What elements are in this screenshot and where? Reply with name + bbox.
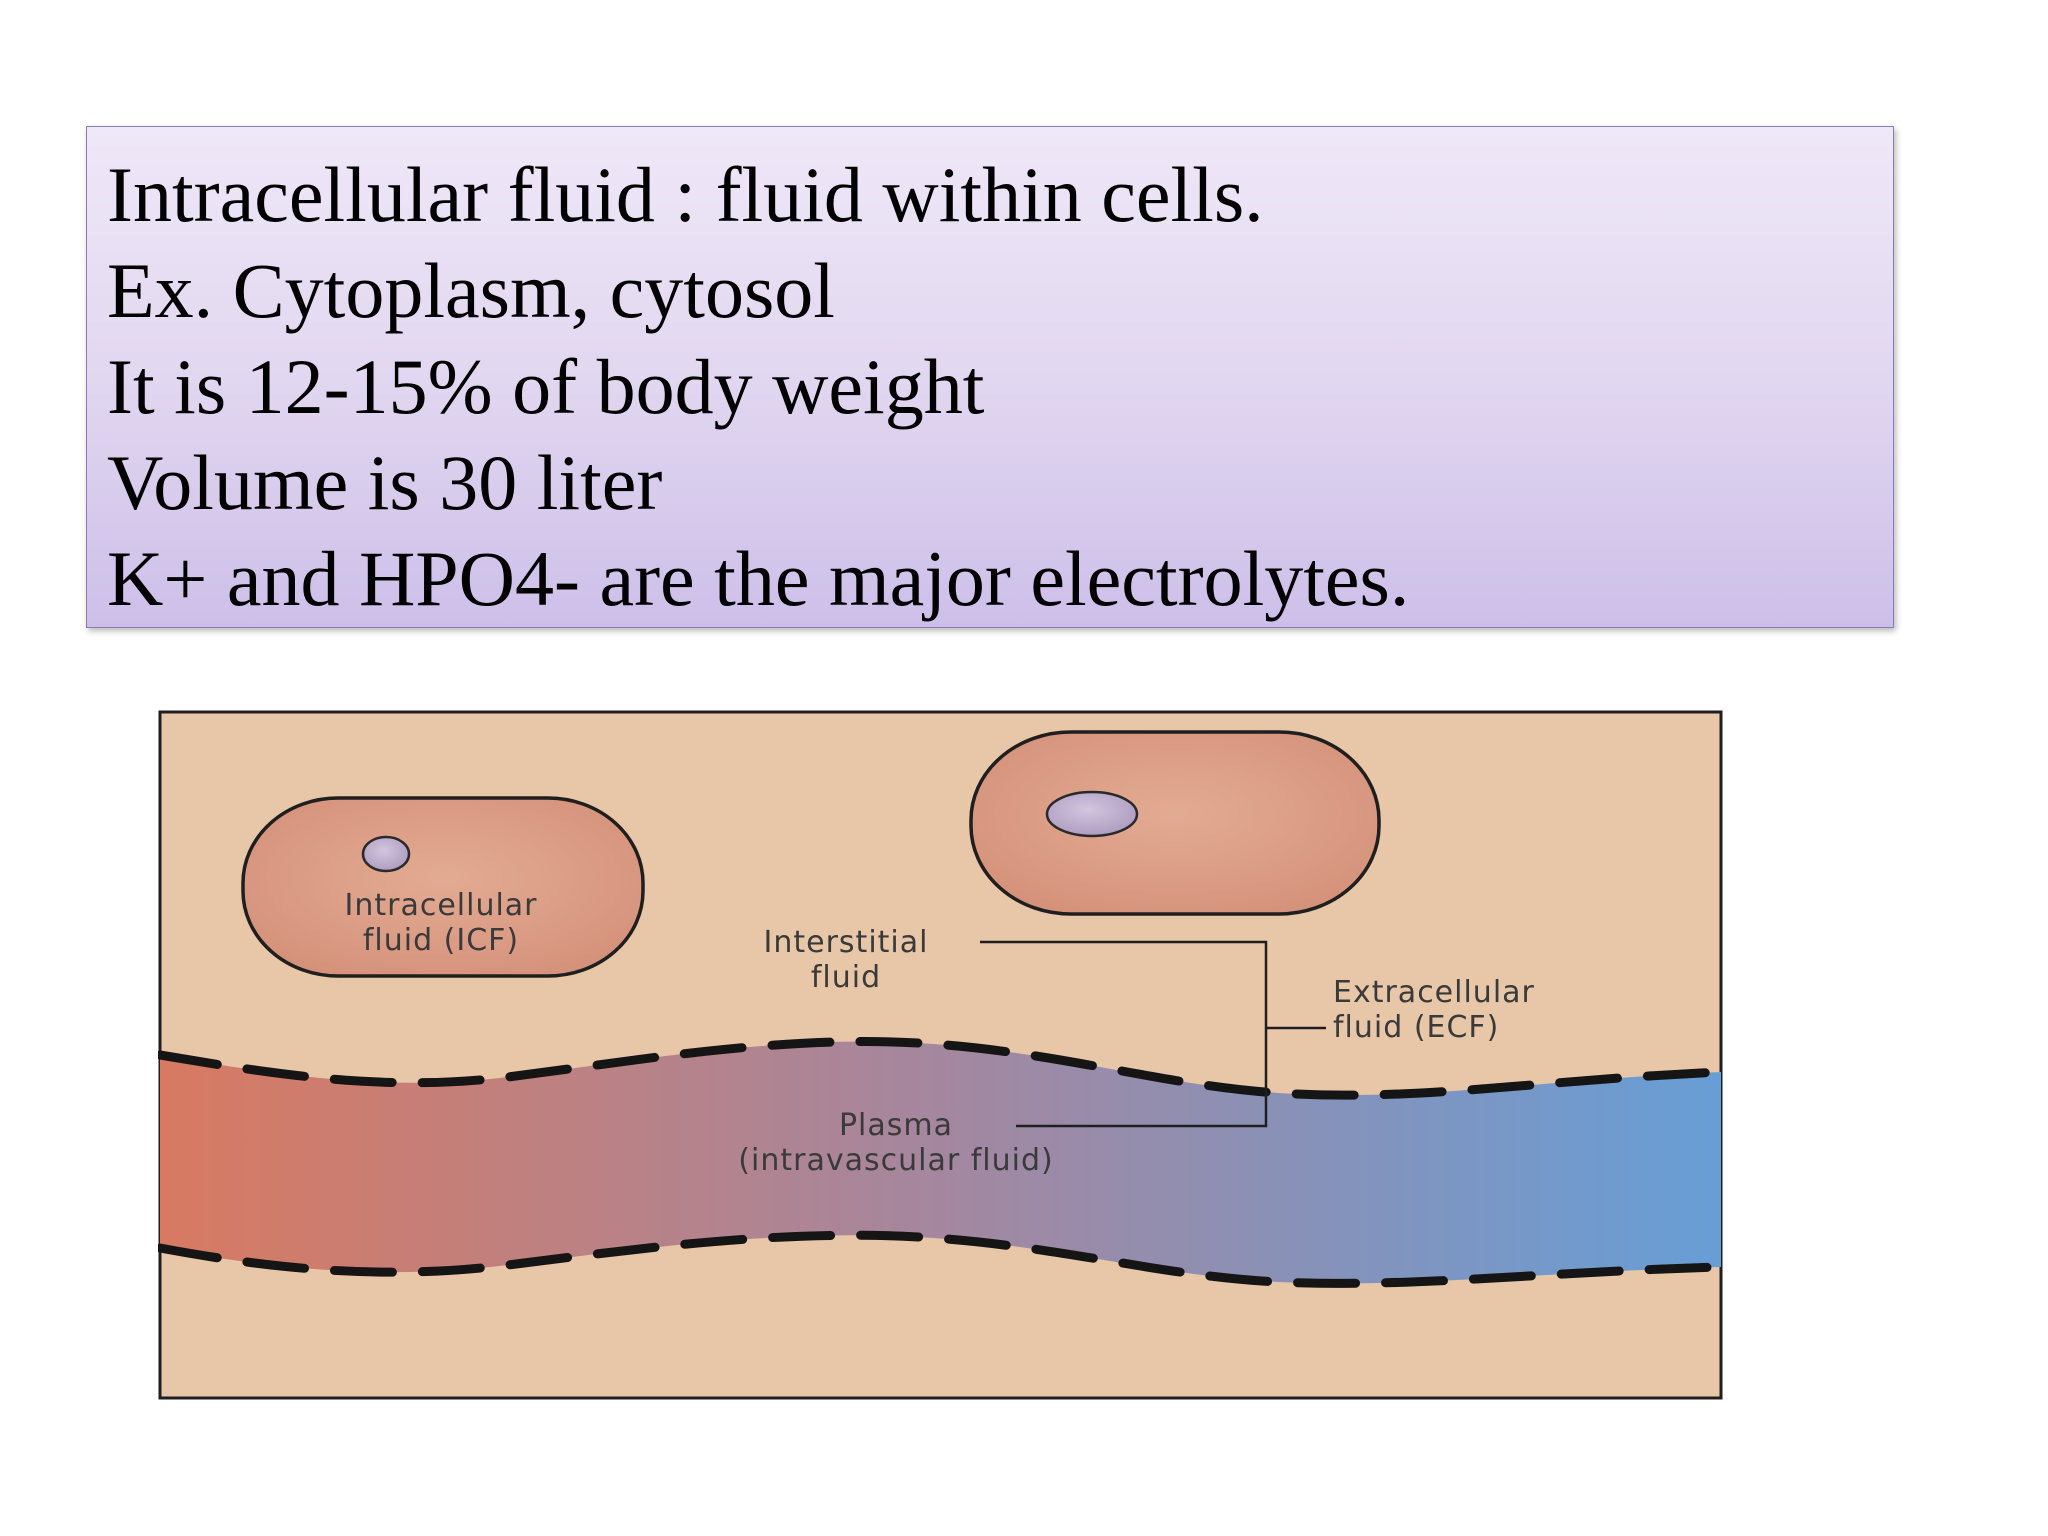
icf-label-line2: fluid (ICF) — [363, 923, 519, 958]
plasma-label-line1: Plasma — [839, 1108, 953, 1143]
diagram-svg: Intracellular fluid (ICF) Interstitial f… — [158, 710, 1723, 1400]
ecf-label-line1: Extracellular — [1333, 975, 1535, 1010]
left-cell-nucleus — [361, 835, 411, 873]
interstitial-label-line2: fluid — [811, 960, 881, 995]
plasma-label-line2: (intravascular fluid) — [738, 1143, 1053, 1178]
left-cell — [241, 796, 645, 978]
definition-text-box: Intracellular fluid : fluid within cells… — [86, 126, 1894, 628]
fluid-compartments-diagram: Intracellular fluid (ICF) Interstitial f… — [158, 710, 1723, 1400]
icf-label-line1: Intracellular — [344, 888, 537, 923]
interstitial-label-line1: Interstitial — [764, 925, 929, 960]
ecf-label-line2: fluid (ECF) — [1333, 1010, 1499, 1045]
ecf-bracket — [980, 940, 1268, 1128]
plasma-vessel — [160, 1041, 1721, 1284]
vessel-wall-top — [158, 1037, 1723, 1100]
right-cell — [969, 730, 1381, 916]
volume-line: Volume is 30 liter — [107, 439, 663, 526]
electrolytes-line: K+ and HPO4- are the major electrolytes. — [107, 535, 1410, 622]
definition-line: Intracellular fluid : fluid within cells… — [107, 151, 1264, 238]
right-cell-nucleus — [1045, 790, 1139, 838]
vessel-wall-bottom — [158, 1230, 1723, 1288]
example-line: Ex. Cytoplasm, cytosol — [107, 247, 835, 334]
body-weight-line: It is 12-15% of body weight — [107, 343, 985, 430]
